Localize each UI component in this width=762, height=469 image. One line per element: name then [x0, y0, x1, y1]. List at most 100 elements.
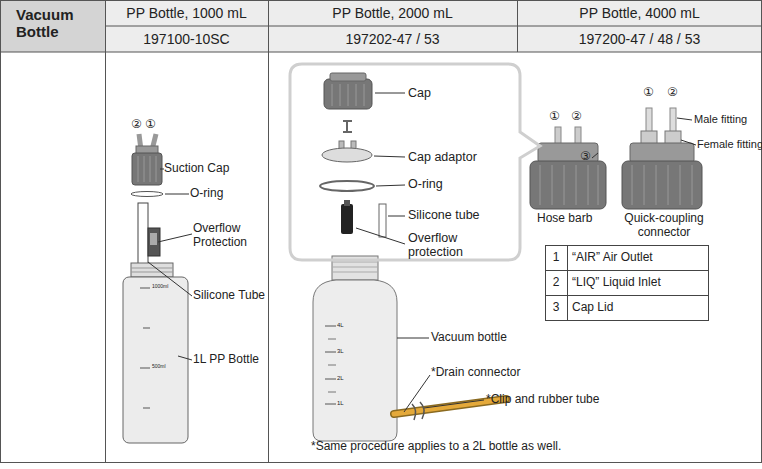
cap-parts-exploded-part [356, 84, 357, 106]
cap-parts-exploded-part [374, 156, 405, 157]
callout-number: ② [571, 110, 582, 124]
bottle-1l-exploded-part [178, 356, 192, 360]
bottle-4l-part [325, 404, 336, 405]
bottle-1l-exploded [123, 134, 192, 443]
key-table-grid-part [545, 270, 708, 271]
bottle-4l-part [325, 326, 336, 327]
graduation-mark: 1000ml [152, 284, 168, 290]
table-cell: 3 [545, 301, 567, 315]
table-grid-part [105, 0, 106, 462]
cap-parts-exploded-part [348, 84, 349, 106]
table-cell: “AIR” Air Outlet [572, 251, 653, 265]
part-label: Silicone Tube [193, 289, 265, 303]
callout-number: ② [667, 86, 678, 100]
bottle-1l-exploded-part [143, 328, 150, 329]
cap-parts-exploded-part [379, 204, 386, 237]
bottle-1l-exploded-part [140, 368, 150, 369]
part-label: O-ring [408, 177, 443, 191]
cap-parts-exploded-part [324, 79, 372, 109]
part-label: Male fitting [694, 113, 747, 126]
bottle-1l-exploded-part [131, 272, 173, 273]
cap-variants-part [646, 108, 652, 134]
cap-variants-part [668, 165, 669, 205]
cap-variants-part [680, 165, 681, 205]
table-grid-part [517, 0, 518, 52]
table-grid-part [105, 0, 762, 52]
bottle-4l-part [313, 280, 397, 441]
part-label: O-ring [190, 187, 223, 201]
part-label: Female fitting [697, 138, 762, 151]
bottle-1l-exploded-part [143, 408, 150, 409]
bottle-1l-exploded-part [148, 262, 192, 296]
cap-parts-exploded-part [356, 228, 405, 244]
bottle-1l-exploded-part [160, 169, 164, 170]
cap-variants-part [681, 140, 696, 145]
cap-variants-part [622, 161, 702, 209]
part-label: *Drain connector [431, 366, 520, 380]
cap-parts-exploded-part [343, 121, 352, 132]
bottle-4l-part [424, 400, 484, 408]
cap-parts-exploded-part [320, 181, 374, 191]
bottle-4l [313, 256, 506, 441]
bottle-4l-part [404, 375, 430, 412]
callout-number: ① [145, 118, 156, 132]
key-table-grid-part [545, 295, 708, 296]
bottle-1l-exploded-part [165, 194, 189, 195]
bottle-1l-exploded-part [131, 192, 163, 197]
cap-variants-part [555, 127, 561, 145]
part-label: Overflow Protection [193, 222, 261, 250]
cap-parts-exploded-part [330, 73, 366, 81]
footnote: *Same procedure applies to a 2L bottle a… [311, 440, 561, 454]
table-cell: 1 [545, 251, 567, 265]
graduation-mark: 500ml [152, 364, 166, 370]
cap-parts-exploded-part [388, 216, 405, 217]
part-label: Silicone tube [408, 208, 480, 222]
bottle-4l-part [325, 379, 336, 380]
cap-parts-exploded-part [340, 84, 341, 106]
part-label: Hose barb [537, 212, 592, 226]
bottle-1l-exploded-part [144, 156, 145, 182]
bubble-outline [290, 64, 540, 260]
bottle-4l-part [328, 339, 336, 340]
cap-variants [530, 108, 702, 209]
cap-parts-exploded-part [375, 93, 405, 94]
key-table-grid-part [546, 246, 709, 321]
bottle-4l-part [328, 365, 336, 366]
table-grid-part [0, 0, 105, 52]
bottle-1l-exploded-part [138, 156, 139, 182]
callout-number: ① [549, 110, 560, 124]
table-cell: “LIQ” Liquid Inlet [572, 276, 661, 290]
bottle-4l-part [328, 392, 336, 393]
bottle-1l-exploded-part [140, 288, 150, 289]
bottle-1l-exploded-part [150, 156, 151, 182]
callout-number: ③ [580, 150, 591, 164]
part-label: 1L PP Bottle [193, 353, 259, 367]
part-label: Cap [408, 86, 431, 100]
cap-parts-exploded-part [341, 204, 353, 234]
bottle-4l-part [332, 262, 378, 263]
cap-variants-part [564, 165, 565, 205]
cap-parts-exploded-part [364, 84, 365, 106]
bottle-1l-exploded-part [132, 153, 162, 185]
column-header: PP Bottle, 1000 mL [105, 5, 268, 21]
graduation-mark: 1L [337, 400, 344, 407]
bottle-1l-exploded-part [150, 233, 157, 245]
cap-parts-exploded-part [332, 84, 333, 106]
cap-variants-part [538, 143, 598, 163]
part-label: Vacuum bottle [431, 331, 507, 345]
part-number: 197202-47 / 53 [268, 31, 517, 47]
part-label: *Clip and rubber tube [486, 393, 599, 407]
cap-variants-part [588, 165, 589, 205]
cap-variants-part [530, 161, 606, 209]
bottle-4l-part [332, 267, 378, 268]
bottle-4l-part [397, 338, 429, 339]
callout-number: ① [643, 86, 654, 100]
cap-variants-part [540, 165, 541, 205]
graduation-mark: 2L [337, 375, 344, 382]
bottle-4l-part [325, 352, 336, 353]
